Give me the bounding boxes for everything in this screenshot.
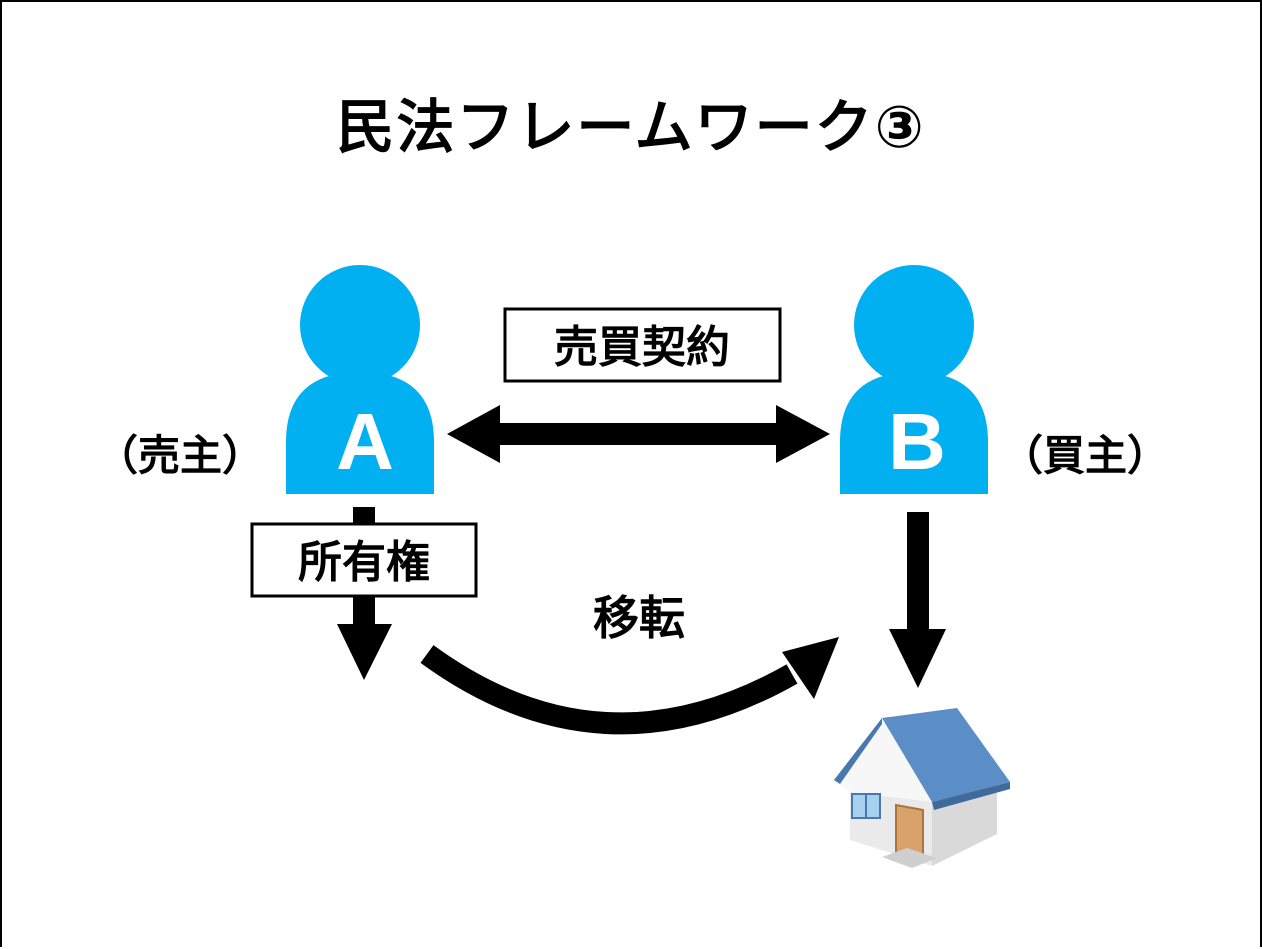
- person-b: B （買主）: [840, 265, 1169, 494]
- ownership-label-box: 所有権: [250, 522, 478, 598]
- contract-label: 売買契約: [554, 322, 730, 373]
- buyer-label: （買主）: [1001, 431, 1169, 480]
- transfer-label: 移転: [593, 591, 685, 645]
- slide-title: 民法フレームワーク③: [336, 93, 926, 161]
- contract-double-arrow: [447, 405, 830, 463]
- person-a: A （売主）: [96, 265, 434, 494]
- person-a-icon: [286, 265, 434, 494]
- house-icon: [834, 708, 1010, 868]
- buyer-down-arrow: [889, 512, 946, 688]
- person-a-letter: A: [336, 397, 394, 486]
- seller-label: （売主）: [96, 431, 264, 480]
- person-b-letter: B: [888, 397, 946, 486]
- contract-label-box: 売買契約: [503, 307, 782, 383]
- transfer-curved-arrow: [420, 637, 839, 735]
- ownership-label: 所有権: [298, 537, 430, 588]
- person-b-icon: [840, 265, 988, 494]
